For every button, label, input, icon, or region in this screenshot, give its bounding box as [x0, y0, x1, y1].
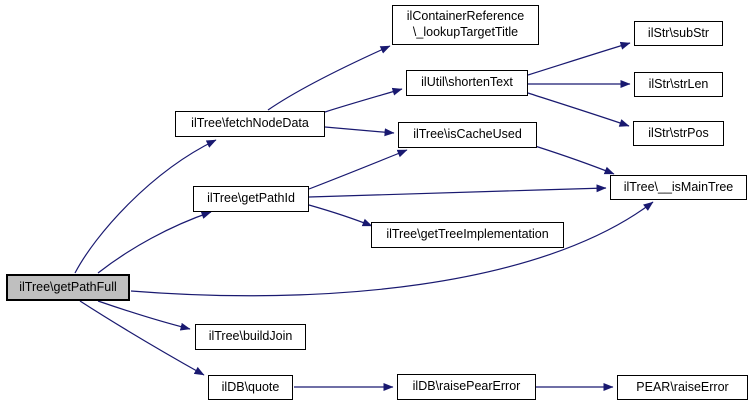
edge-getPathId-getTreeImplementation [308, 204, 373, 227]
node-ildb-raisepearerror[interactable]: ilDB\raisePearError [397, 374, 536, 400]
edge-shortenText-subStr [527, 41, 631, 76]
node-iltree-gettreeimplementation[interactable]: ilTree\getTreeImplementation [371, 222, 564, 248]
node-ilstr-substr[interactable]: ilStr\subStr [634, 21, 723, 46]
node-pear-raiseerror[interactable]: PEAR\raiseError [617, 375, 748, 400]
node-ilutil-shortentext[interactable]: ilUtil\shortenText [406, 70, 528, 96]
node-ilstr-strlen[interactable]: ilStr\strLen [634, 72, 723, 97]
node-ildb-quote[interactable]: ilDB\quote [208, 375, 293, 400]
edge-shortenText-strPos [527, 92, 630, 127]
edge-getPathFull-fetchNodeData [74, 139, 217, 274]
node-iltree-fetchnodedata[interactable]: ilTree\fetchNodeData [175, 111, 325, 137]
node-iltree-buildjoin[interactable]: ilTree\buildJoin [195, 324, 306, 350]
edge-fetchNodeData-lookupTargetTitle [267, 45, 391, 111]
edge-fetchNodeData-isCacheUsed [324, 126, 395, 137]
edge-fetchNodeData-shortenText [324, 87, 403, 113]
edge-getPathFull-buildJoin [97, 300, 191, 331]
node-iltree-ismaintree[interactable]: ilTree\__isMainTree [610, 175, 747, 200]
node-ilcontainerreference-lookuptargettitle[interactable]: ilContainerReference \_lookupTargetTitle [392, 5, 539, 45]
edge-getPathFull-quote [79, 300, 205, 376]
edge-getPathFull-isMainTree [130, 201, 654, 297]
edge-getPathFull-getPathId [97, 211, 212, 274]
node-iltree-getpathfull[interactable]: ilTree\getPathFull [6, 274, 130, 301]
node-ilstr-strpos[interactable]: ilStr\strPos [633, 121, 724, 146]
edge-getPathId-isCacheUsed [308, 149, 408, 190]
node-iltree-getpathid[interactable]: ilTree\getPathId [193, 186, 309, 212]
edge-getPathId-isMainTree [308, 184, 607, 198]
edge-isCacheUsed-isMainTree [534, 145, 615, 175]
node-iltree-iscacheused[interactable]: ilTree\isCacheUsed [398, 122, 537, 148]
